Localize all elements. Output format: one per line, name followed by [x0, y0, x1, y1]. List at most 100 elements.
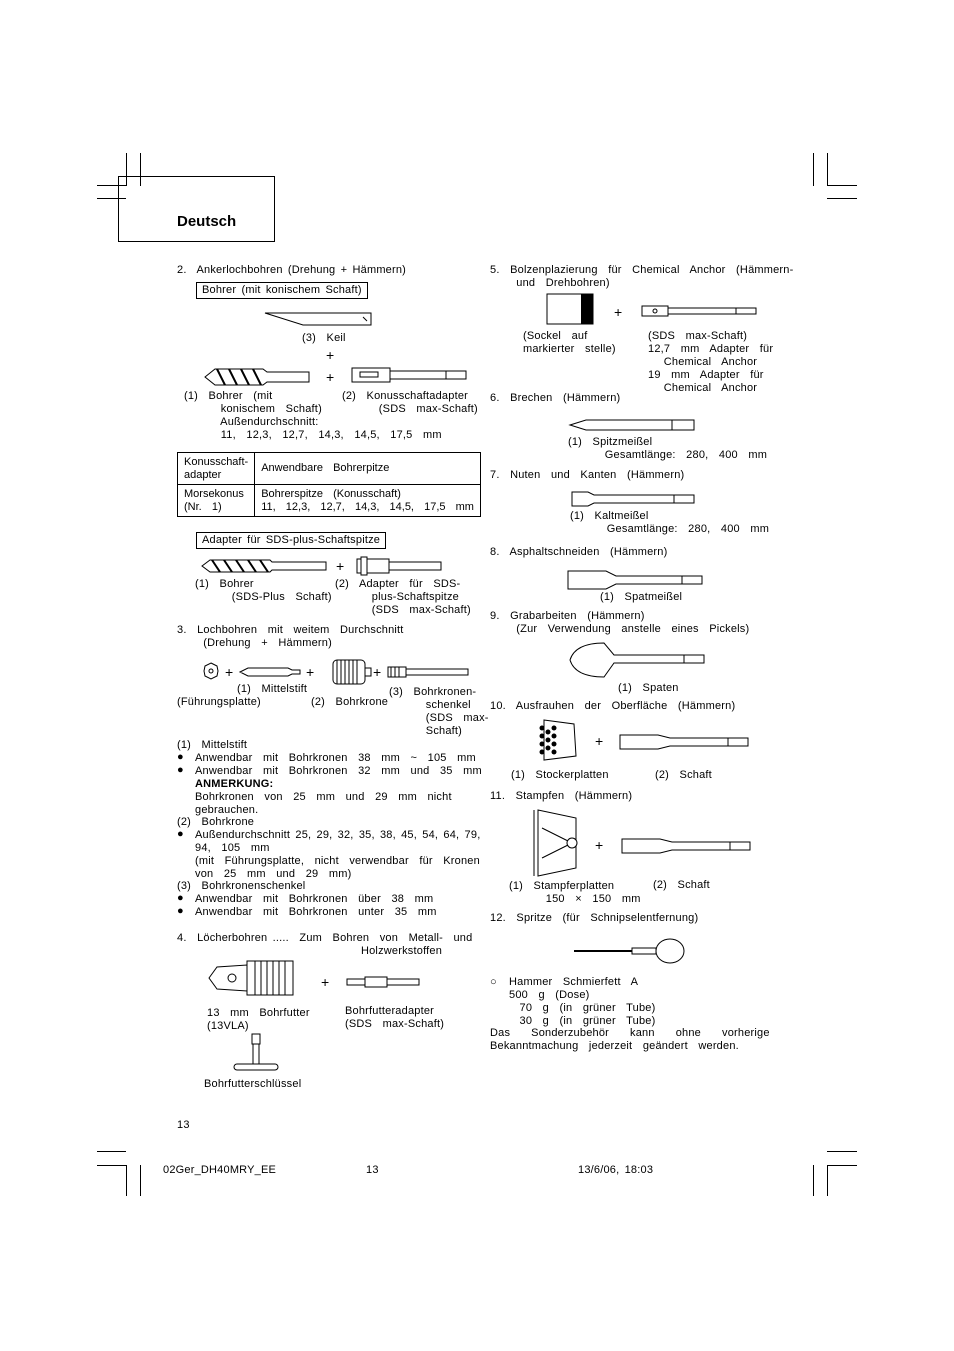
section-2-box-label: Bohrer (mit konischem Schaft): [196, 282, 368, 299]
note-3-title: (3) Bohrkronenschenkel: [177, 880, 306, 892]
plus-sign: +: [225, 664, 234, 680]
note-3a: Anwendbar mit Bohrkronen über 38 mm: [195, 893, 434, 905]
spade-chisel-label: (1) Spatmeißel: [600, 591, 683, 603]
crop-mark: [827, 1151, 857, 1152]
cold-chisel-label: (1) Kaltmeißel Gesamtlänge: 280, 400 mm: [570, 510, 770, 535]
chuck-adapter-label: Bohrfutteradapter (SDS max-Schaft): [345, 1005, 445, 1030]
note-1b: Anwendbar mit Bohrkronen 32 mm und 35 mm: [195, 765, 482, 777]
sds-box-label: Adapter für SDS-plus-Schaftspitze: [196, 532, 387, 549]
crop-mark: [827, 185, 857, 186]
center-pin-label: (1) Mittelstift: [237, 683, 308, 695]
tamper-plate-icon: [533, 809, 578, 877]
crop-mark: [813, 153, 814, 186]
footer-date: 13/6/06, 18:03: [578, 1164, 654, 1176]
grease-lines: 500 g (Dose) 70 g (in grüner Tube) 30 g …: [509, 989, 656, 1027]
crop-mark: [97, 198, 126, 199]
section-5-title: 5. Bolzenplazierung für Chemical Anchor …: [490, 264, 794, 289]
taper-drill-icon: [204, 368, 310, 386]
guide-plate-icon: [203, 662, 219, 680]
bullet-icon: ●: [177, 828, 184, 840]
footer-file: 02Ger_DH40MRY_EE: [163, 1164, 277, 1176]
spade-icon: [569, 642, 705, 678]
note-1-title: (1) Mittelstift: [177, 739, 248, 751]
section-2-title: 2. Ankerlochbohren (Drehung + Hämmern): [177, 264, 407, 276]
crop-mark: [126, 1165, 127, 1196]
wedge-icon: [264, 312, 372, 326]
socket-label: (Sockel auf markierter stelle): [523, 330, 616, 355]
table-cell: Bohrerspitze (Konusschaft) 11, 12,3, 12,…: [254, 484, 481, 517]
note-2-title: (2) Bohrkrone: [177, 816, 255, 828]
drill-chuck-label: 13 mm Bohrfutter (13VLA): [207, 1007, 310, 1032]
taper-adapter-label: (2) Konusschaftadapter (SDS max-Schaft): [342, 390, 478, 415]
sds-adapter-label: (2) Adapter für SDS- plus-Schaftspitze (…: [335, 578, 471, 616]
section-4-title: 4. Löcherbohren ..... Zum Bohren von Met…: [177, 932, 473, 957]
pointed-chisel-label: (1) Spitzmeißel Gesamtlänge: 280, 400 mm: [568, 436, 768, 461]
chuck-adapter-icon: [346, 976, 420, 988]
crop-mark: [827, 1165, 828, 1196]
crop-mark: [140, 1165, 141, 1196]
anchor-adapter-label: (SDS max-Schaft) 12,7 mm Adapter für Che…: [648, 330, 774, 394]
crop-mark: [140, 153, 141, 186]
bullet-icon: ●: [177, 751, 184, 763]
plus-sign: +: [336, 558, 345, 574]
sds-drill-label: (1) Bohrer (SDS-Plus Schaft): [195, 578, 332, 603]
chuck-key-label: Bohrfutterschlüssel: [204, 1078, 302, 1090]
plus-sign: +: [595, 733, 604, 749]
pointed-chisel-icon: [568, 419, 695, 431]
plus-sign: +: [614, 304, 623, 320]
section-11-title: 11. Stampfen (Hämmern): [490, 790, 633, 802]
tamper-shank-icon: [621, 838, 751, 854]
core-bit-icon: [332, 659, 372, 685]
tamper-shank-label: (2) Schaft: [653, 879, 710, 891]
core-bit-label: (2) Bohrkrone: [311, 696, 389, 708]
cold-chisel-icon: [571, 491, 695, 507]
plus-sign: +: [306, 664, 315, 680]
plus-sign: +: [373, 664, 382, 680]
crop-mark: [827, 1165, 857, 1166]
crop-mark: [813, 1165, 814, 1196]
spade-chisel-icon: [567, 570, 703, 590]
circle-bullet-icon: ○: [490, 976, 497, 988]
anchor-adapter-icon: [641, 305, 757, 317]
note-label: ANMERKUNG:: [195, 778, 274, 790]
table-cell: Morsekonus (Nr. 1): [176, 484, 256, 517]
footer-note: Das Sonderzubehör kann ohne vorherige Be…: [490, 1027, 770, 1052]
sds-adapter-icon: [356, 556, 442, 576]
section-10-title: 10. Ausfrauhen der Oberfläche (Hämmern): [490, 700, 736, 712]
core-bit-shank-label: (3) Bohrkronen- schenkel (SDS max- Schaf…: [389, 686, 489, 737]
crop-mark: [827, 198, 857, 199]
crop-mark: [126, 153, 127, 186]
plus-sign: +: [321, 974, 330, 990]
plus-sign: +: [326, 369, 335, 385]
bushing-plate-label: (1) Stockerplatten: [511, 769, 609, 781]
bullet-icon: ●: [177, 905, 184, 917]
crop-mark: [827, 153, 828, 186]
language-title: Deutsch: [177, 213, 237, 230]
shank-icon: [619, 734, 749, 750]
chuck-key-icon: [233, 1033, 279, 1071]
page-number: 13: [177, 1119, 190, 1131]
note-1a: Anwendbar mit Bohrkronen 38 mm ~ 105 mm: [195, 752, 476, 764]
plus-sign: +: [595, 837, 604, 853]
crop-mark: [97, 1151, 126, 1152]
bullet-icon: ●: [177, 764, 184, 776]
section-9-title: 9. Grabarbeiten (Hämmern) (Zur Verwendun…: [490, 610, 750, 635]
section-3-title: 3. Lochbohren mit weitem Durchschnitt (D…: [177, 624, 404, 649]
crop-mark: [97, 185, 126, 186]
grease-title: Hammer Schmierfett A: [509, 976, 639, 988]
plus-sign: +: [326, 347, 335, 363]
note-text: Bohrkronen von 25 mm und 29 mm nicht geb…: [195, 791, 452, 816]
drill-chuck-icon: [208, 960, 294, 996]
center-pin-icon: [238, 667, 301, 677]
wedge-label: (3) Keil: [302, 332, 346, 344]
section-7-title: 7. Nuten und Kanten (Hämmern): [490, 469, 685, 481]
bullet-icon: ●: [177, 892, 184, 904]
sds-drill-icon: [201, 559, 327, 573]
section-12-title: 12. Spritze (für Schnipselentfernung): [490, 912, 699, 924]
core-bit-shank-icon: [387, 666, 469, 678]
note-3b: Anwendbar mit Bohrkronen unter 35 mm: [195, 906, 437, 918]
guide-plate-label: (Führungsplatte): [177, 696, 261, 708]
shank-label: (2) Schaft: [655, 769, 712, 781]
spade-label: (1) Spaten: [618, 682, 679, 694]
tamper-plate-label: (1) Stampferplatten 150 × 150 mm: [509, 880, 641, 905]
